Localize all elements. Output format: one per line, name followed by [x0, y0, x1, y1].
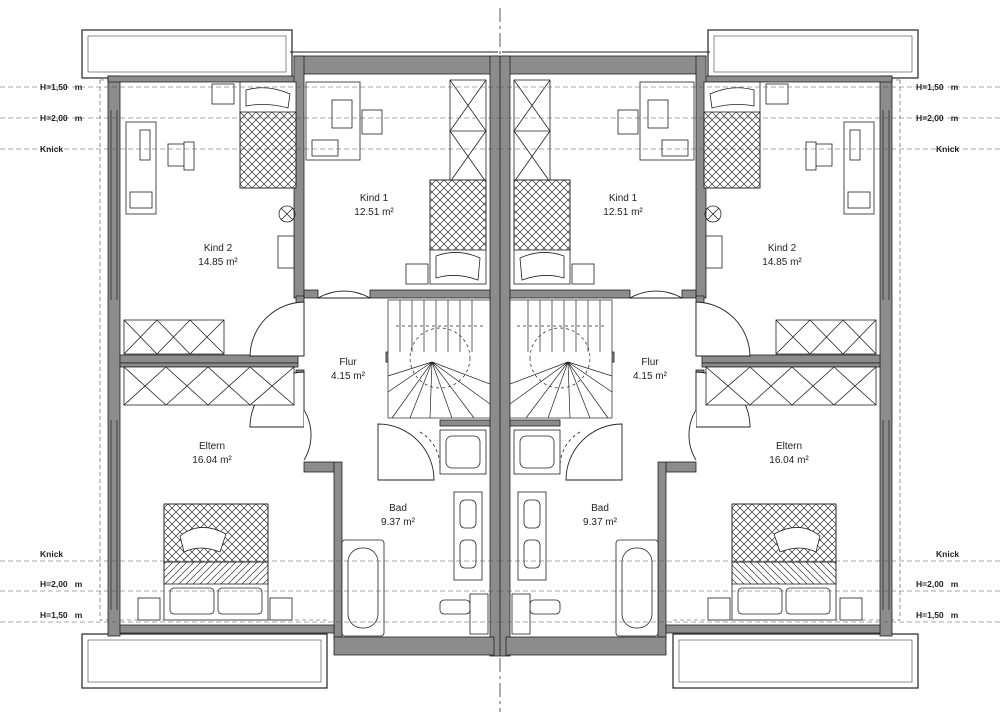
- room-area: 12.51 m²: [603, 207, 643, 218]
- height-marker-200-top-right: H=2,00 m: [916, 113, 959, 123]
- height-marker-150-bottom-left: H=1,50 m: [40, 610, 83, 620]
- room-eltern-right: Eltern 16.04 m²: [769, 440, 808, 468]
- room-name: Bad: [389, 503, 407, 514]
- height-marker-150-bottom-right: H=1,50 m: [916, 610, 959, 620]
- room-area: 9.37 m²: [583, 517, 617, 528]
- room-kind2-right: Kind 2 14.85 m²: [762, 242, 801, 270]
- room-area: 9.37 m²: [381, 517, 415, 528]
- room-name: Kind 1: [359, 193, 389, 204]
- knick-marker-bottom-left: Knick: [40, 549, 64, 559]
- knick-marker-top-left: Knick: [40, 144, 64, 154]
- room-name: Flur: [641, 357, 659, 368]
- knick-marker-top-right: Knick: [936, 144, 960, 154]
- room-name: Kind 2: [203, 243, 233, 254]
- height-marker-150-top-right: H=1,50 m: [916, 82, 959, 92]
- room-bad-right: Bad 9.37 m²: [583, 502, 617, 530]
- room-flur-left: Flur 4.15 m²: [331, 356, 365, 384]
- room-area: 16.04 m²: [192, 455, 232, 466]
- room-name: Eltern: [775, 441, 803, 452]
- room-eltern-left: Eltern 16.04 m²: [192, 440, 231, 468]
- height-marker-200-top-left: H=2,00 m: [40, 113, 83, 123]
- room-area: 4.15 m²: [633, 371, 667, 382]
- height-marker-200-bottom-left: H=2,00 m: [40, 579, 83, 589]
- knick-marker-bottom-right: Knick: [936, 549, 960, 559]
- room-kind1-left: Kind 1 12.51 m²: [354, 192, 393, 220]
- room-flur-right: Flur 4.15 m²: [633, 356, 667, 384]
- height-marker-150-top-left: H=1,50 m: [40, 82, 83, 92]
- room-area: 4.15 m²: [331, 371, 365, 382]
- room-kind2-left: Kind 2 14.85 m²: [198, 242, 237, 270]
- room-area: 16.04 m²: [769, 455, 809, 466]
- room-kind1-right: Kind 1 12.51 m²: [603, 192, 642, 220]
- room-name: Flur: [339, 357, 357, 368]
- room-name: Bad: [591, 503, 609, 514]
- room-area: 12.51 m²: [354, 207, 394, 218]
- room-name: Kind 2: [767, 243, 797, 254]
- room-bad-left: Bad 9.37 m²: [381, 502, 415, 530]
- room-area: 14.85 m²: [198, 257, 238, 268]
- height-marker-200-bottom-right: H=2,00 m: [916, 579, 959, 589]
- room-name: Eltern: [198, 441, 226, 452]
- room-area: 14.85 m²: [762, 257, 802, 268]
- room-name: Kind 1: [608, 193, 638, 204]
